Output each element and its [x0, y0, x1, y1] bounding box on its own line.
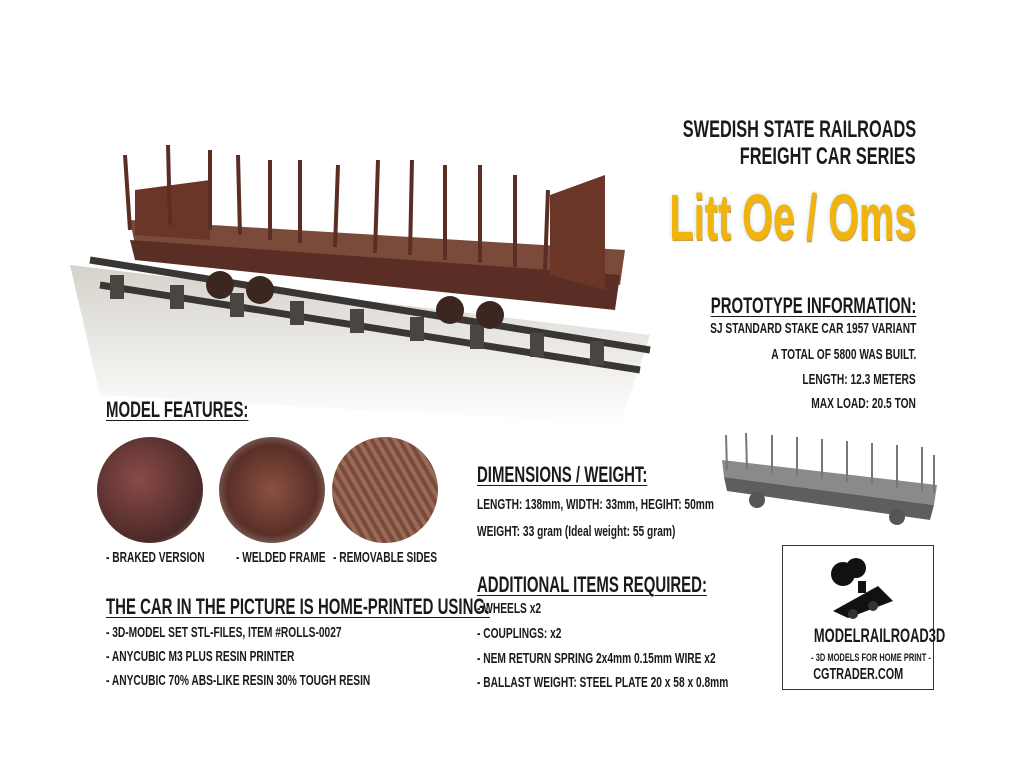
additional-line: - BALLAST WEIGHT: STEEL PLATE 20 x 58 x …	[477, 674, 729, 691]
dimensions-line: WEIGHT: 33 gram (Ideal weight: 55 gram)	[477, 523, 676, 540]
printing-line: - ANYCUBIC M3 PLUS RESIN PRINTER	[106, 648, 295, 665]
prototype-line: MAX LOAD: 20.5 TON	[811, 395, 916, 412]
prototype-line: LENGTH: 12.3 METERS	[802, 371, 916, 388]
feature-image-brakes	[97, 437, 203, 543]
prototype-line: A TOTAL OF 5800 WAS BUILT.	[770, 346, 916, 363]
logo-name: MODELRAILROAD3D	[813, 626, 946, 647]
feature-caption: - REMOVABLE SIDES	[333, 549, 438, 566]
additional-line: - NEM RETURN SPRING 2x4mm 0.15mm WIRE x2	[477, 650, 716, 667]
logo-tagline: - 3D MODELS FOR HOME PRINT -	[811, 652, 931, 664]
logo-site: CGTRADER.COM	[812, 666, 904, 683]
header-line2: FREIGHT CAR SERIES	[740, 143, 916, 170]
feature-caption: - BRAKED VERSION	[106, 549, 205, 566]
feature-image-frame	[219, 437, 325, 543]
locomotive-logo-icon	[831, 558, 893, 619]
dimensions-heading: DIMENSIONS / WEIGHT:	[477, 462, 648, 487]
additional-line: - COUPLINGS: x2	[477, 625, 562, 642]
additional-line: - WHEELS x2	[477, 600, 542, 617]
printing-line: - ANYCUBIC 70% ABS-LIKE RESIN 30% TOUGH …	[106, 672, 371, 689]
logo-box: MODELRAILROAD3D - 3D MODELS FOR HOME PRI…	[782, 545, 946, 690]
feature-caption: - WELDED FRAME	[236, 549, 326, 566]
printing-line: - 3D-MODEL SET STL-FILES, ITEM #ROLLS-00…	[106, 624, 342, 641]
dimensions-line: LENGTH: 138mm, WIDTH: 33mm, HEGIHT: 50mm	[477, 496, 714, 513]
features-heading: MODEL FEATURES:	[106, 397, 249, 422]
model-name: Litt Oe / Oms	[669, 181, 916, 253]
additional-heading: ADDITIONAL ITEMS REQUIRED:	[477, 572, 707, 597]
header-line1: SWEDISH STATE RAILROADS	[682, 116, 916, 143]
wagon-render	[722, 432, 937, 525]
prototype-line: SJ STANDARD STAKE CAR 1957 VARIANT	[709, 320, 916, 337]
prototype-heading: PROTOTYPE INFORMATION:	[710, 293, 916, 318]
printing-heading: THE CAR IN THE PICTURE IS HOME-PRINTED U…	[106, 594, 490, 619]
wagon-photo	[70, 144, 651, 425]
feature-image-sides	[332, 437, 438, 543]
